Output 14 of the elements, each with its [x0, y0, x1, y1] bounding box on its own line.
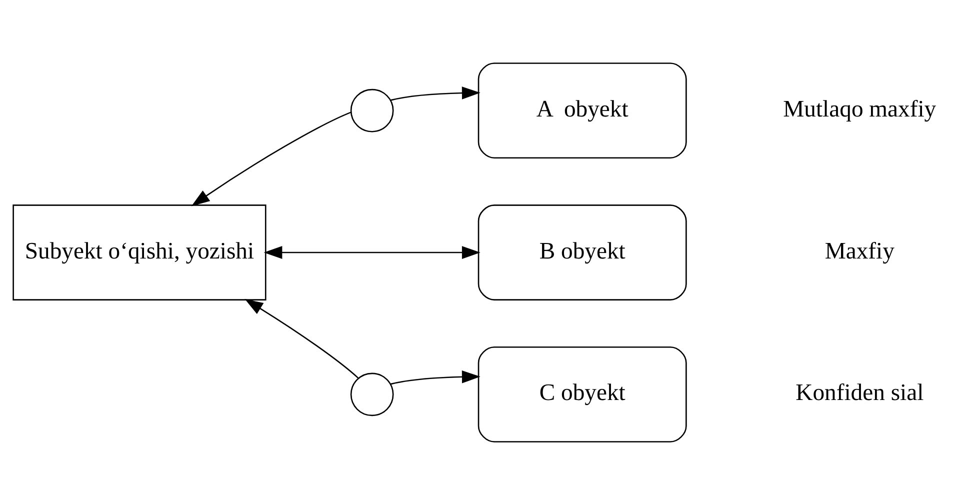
node-box: Subyekt o‘qishi, yozishi	[12, 204, 266, 300]
node-box: B obyekt	[478, 204, 687, 300]
label: Mutlaqo maxfiy	[783, 96, 936, 122]
node-circle	[350, 88, 394, 132]
node-box: A obyekt	[478, 62, 687, 158]
arrow	[264, 246, 480, 258]
arrow	[390, 86, 480, 100]
label: Maxfiy	[824, 238, 894, 264]
arrow	[244, 298, 359, 378]
arrow	[390, 370, 480, 384]
label: Konfiden sial	[796, 380, 924, 406]
arrow	[191, 111, 352, 206]
node-box: C obyekt	[478, 346, 687, 442]
node-circle	[350, 372, 394, 416]
